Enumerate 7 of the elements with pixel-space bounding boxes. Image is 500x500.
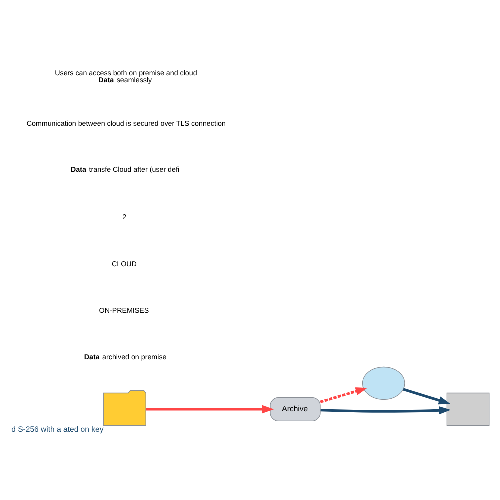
arrow [320,388,368,404]
arrow [146,405,274,414]
arrow [402,388,450,405]
node-cloud [362,366,405,400]
node-folder [103,390,146,426]
arrow [320,406,450,415]
node-box [446,392,490,426]
